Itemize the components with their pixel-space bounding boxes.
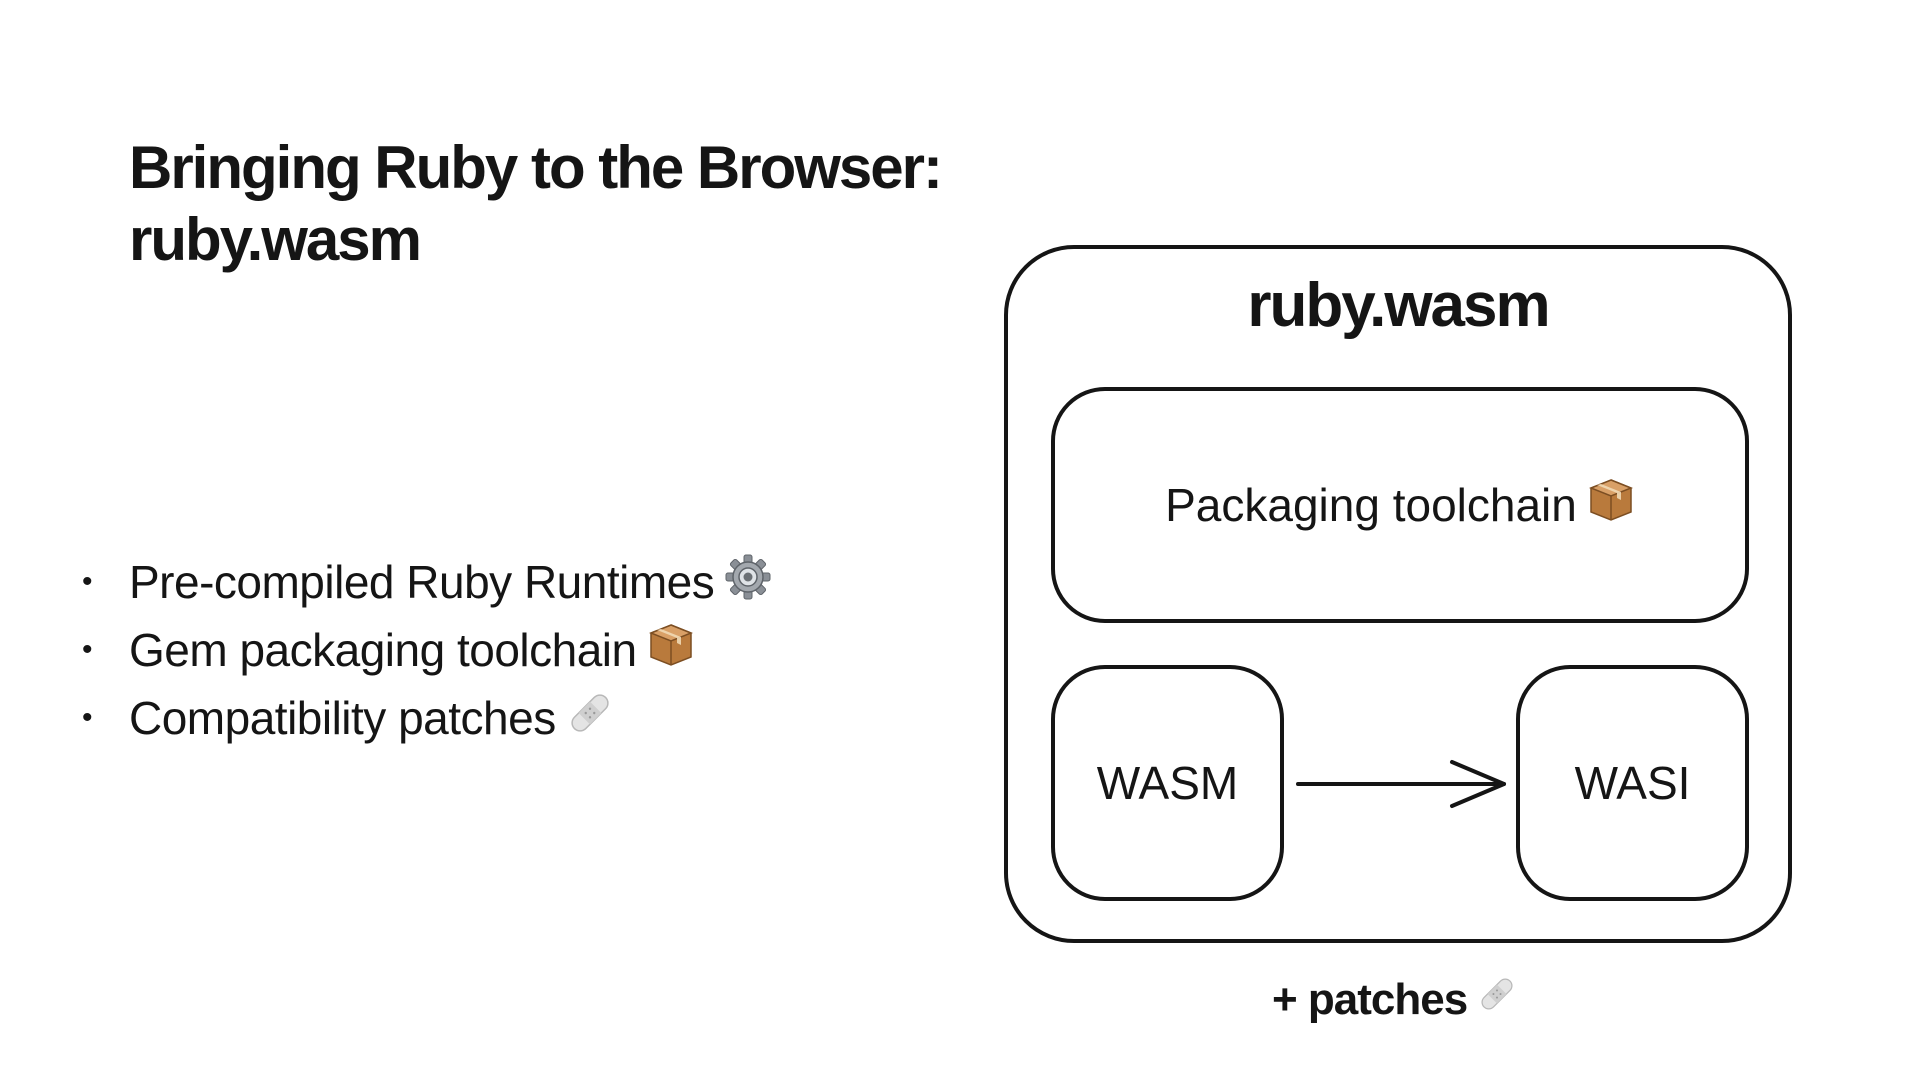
bullet-dot: •	[82, 701, 93, 734]
bullet-item-runtimes: • Pre-compiled Ruby Runtimes	[82, 548, 772, 616]
bullet-list: • Pre-compiled Ruby Runtimes	[82, 548, 772, 752]
gear-icon	[724, 553, 772, 612]
bullet-dot: •	[82, 565, 93, 598]
diagram-title: ruby.wasm	[1247, 271, 1550, 340]
bandage-icon	[566, 689, 614, 748]
wasm-to-wasi-arrow	[1296, 760, 1506, 808]
bullet-text-compatibility: Compatibility patches	[129, 692, 556, 744]
wasi-box: WASI	[1516, 665, 1749, 901]
slide-title-line-1: Bringing Ruby to the Browser:	[129, 134, 943, 201]
bandage-icon	[1477, 970, 1517, 1030]
packaging-toolchain-label: Packaging toolchain	[1165, 479, 1577, 531]
bullet-dot: •	[82, 633, 93, 666]
package-icon	[1587, 476, 1635, 535]
slide-title-line-2: ruby.wasm	[129, 206, 422, 273]
wasi-label: WASI	[1574, 757, 1691, 809]
patches-caption: + patches	[1272, 970, 1517, 1030]
ruby-wasm-diagram: ruby.wasm Packaging toolchain WASM WASI	[1004, 245, 1792, 943]
bullet-text-gem-packaging: Gem packaging toolchain	[129, 624, 637, 676]
packaging-toolchain-box: Packaging toolchain	[1051, 387, 1749, 623]
bullet-text-runtimes: Pre-compiled Ruby Runtimes	[129, 556, 715, 608]
slide-title: Bringing Ruby to the Browser: ruby.wasm	[129, 132, 943, 276]
wasm-label: WASM	[1096, 757, 1239, 809]
bullet-item-compatibility: • Compatibility patches	[82, 684, 772, 752]
bullet-item-gem-packaging: • Gem packaging toolchain	[82, 616, 772, 684]
patches-caption-text: + patches	[1272, 975, 1468, 1024]
package-icon	[647, 621, 695, 680]
wasm-box: WASM	[1051, 665, 1284, 901]
